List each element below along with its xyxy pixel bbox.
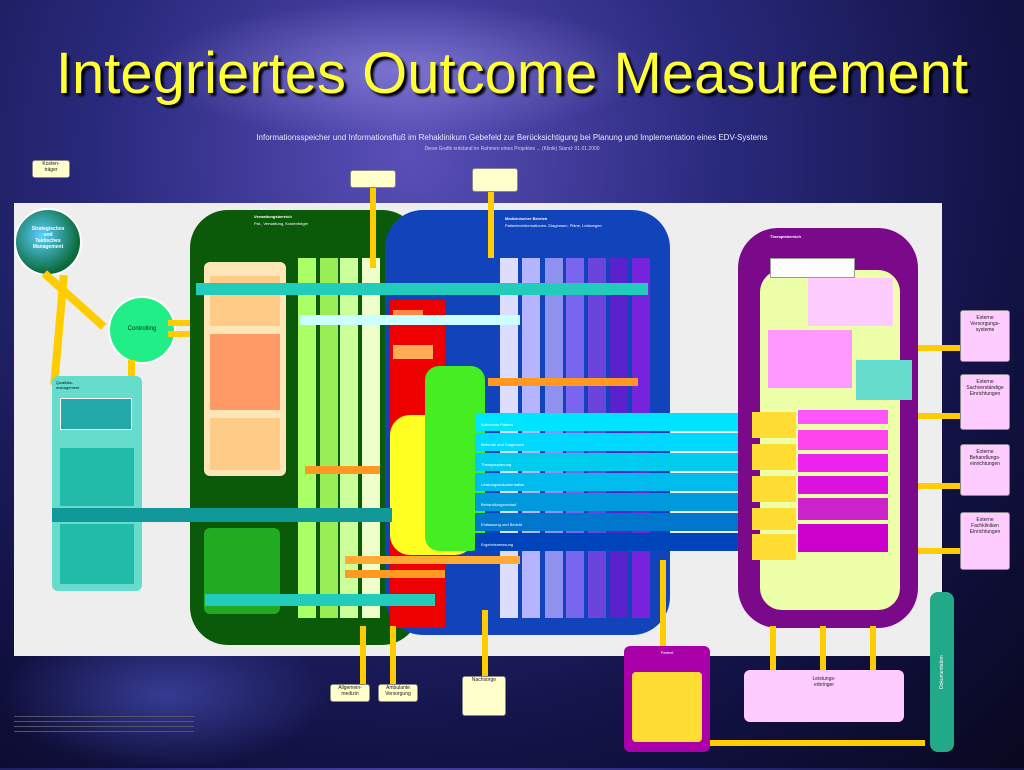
bottom-box-2-label: Ambulante Versorgung (385, 685, 411, 697)
externe-label-3: Externe Behandlungs- einrichtungen (969, 449, 1001, 467)
yellow-box (752, 444, 796, 470)
management-node[interactable]: Strategisches und Taktisches Management (14, 208, 82, 276)
magenta-box (798, 454, 888, 472)
teal-box (856, 360, 912, 400)
bottom-box-3-label: Nachsorge (471, 677, 497, 683)
dokumentation-label: Dokumentation (939, 655, 945, 689)
column (340, 258, 358, 618)
connector-arrow (168, 320, 198, 326)
connector-arrow (918, 483, 960, 489)
pink-box (808, 278, 893, 326)
magenta-box (798, 430, 888, 450)
magenta-box (798, 524, 888, 552)
top-box-1[interactable] (350, 170, 396, 188)
externe-label-4: Externe Fachkliniken Einrichtungen (969, 517, 1001, 535)
pink-box (770, 258, 855, 278)
horizontal-band (205, 594, 435, 606)
magenta-box (798, 476, 888, 494)
patient-label: Patient (660, 650, 674, 655)
process-row-label: Leistungsdokumentation (481, 482, 525, 487)
diagram-subtitle: Informationsspeicher und Informationsflu… (256, 133, 768, 142)
item-box (210, 334, 280, 410)
controlling-label: Controlling (127, 326, 157, 332)
connector-arrow (918, 345, 960, 351)
verwaltung-sub: Pat., Verwaltung, Kostenträger (254, 221, 309, 226)
externe-box-4[interactable]: Externe Fachkliniken Einrichtungen (960, 512, 1010, 570)
top-box-2[interactable] (472, 168, 518, 192)
magenta-box (798, 410, 888, 424)
connector-arrow (660, 560, 666, 646)
connector-arrow (770, 626, 776, 670)
connector-arrow (360, 626, 366, 684)
process-row-label: Befunde und Diagnosen (481, 442, 524, 447)
bottom-box-1[interactable]: Allgemein- medizin (330, 684, 370, 702)
yellow-box (752, 412, 796, 438)
medizin-label: Medizinischer Bereich (505, 216, 548, 221)
externe-label-1: Externe Versorgungs- systeme (970, 315, 1000, 333)
externe-label-2: Externe Sachverständige Einrichtungen (966, 379, 1004, 397)
qm-box (60, 524, 134, 584)
externe-box-3[interactable]: Externe Behandlungs- einrichtungen (960, 444, 1010, 496)
item-box (210, 418, 280, 470)
orange-arrow (305, 466, 380, 474)
process-row-label: Behandlungsverlauf (481, 502, 517, 507)
qm-label: Qualitäts- management (56, 380, 80, 390)
externe-box-1[interactable]: Externe Versorgungs- systeme (960, 310, 1010, 362)
column (362, 258, 380, 618)
management-label: Strategisches und Taktisches Management (31, 226, 65, 250)
connector-arrow (705, 740, 925, 746)
kostentraeger-box[interactable]: Kosten- träger (32, 160, 70, 178)
connector-arrow (918, 548, 960, 554)
kostentraeger-label: Kosten- träger (42, 161, 60, 173)
yellow-box (752, 508, 796, 530)
verwaltung-subpanel (204, 262, 286, 476)
controlling-node[interactable]: Controlling (108, 296, 176, 364)
connector-arrow (128, 360, 135, 385)
bottom-box-1-label: Allgemein- medizin (338, 685, 362, 697)
leistung-label: Leistungs- erbringer (812, 676, 836, 688)
patient-inner (632, 672, 702, 742)
bottom-box-2[interactable]: Ambulante Versorgung (378, 684, 418, 702)
magenta-box (798, 498, 888, 520)
patient-block[interactable]: Patient (624, 646, 710, 752)
connector-arrow (390, 626, 396, 684)
connector-arrow (488, 192, 494, 258)
orange-box (393, 345, 433, 359)
verwaltung-label: Verwaltungsbereich (254, 214, 292, 219)
connector-arrow (168, 331, 198, 337)
column (320, 258, 338, 618)
horizontal-band (196, 283, 648, 295)
horizontal-band (52, 508, 392, 522)
therapie-label: Therapiebereich (770, 234, 801, 239)
qm-stack (60, 398, 132, 430)
qm-block[interactable]: Qualitäts- management (52, 376, 142, 591)
pink-box (768, 330, 852, 388)
horizontal-band (300, 315, 520, 325)
medizin-sub: Patienteninformationen, Diagnosen, Pläne… (505, 223, 602, 228)
process-row-label: Aufnahme Patient (481, 422, 513, 427)
orange-arrow (345, 570, 445, 578)
connector-arrow (482, 610, 488, 676)
process-row-label: Therapieplanung (481, 462, 512, 467)
leistung-block[interactable]: Leistungs- erbringer (744, 670, 904, 722)
orange-arrow (488, 378, 638, 386)
background-glow (150, 0, 650, 140)
connector-arrow (370, 188, 376, 268)
process-row-label: Ergebnismessung (481, 542, 514, 547)
column (298, 258, 316, 618)
yellow-box (752, 476, 796, 502)
process-row-label: Entlassung und Bericht (481, 522, 523, 527)
diagram-source-line: Diese Grafik entstand im Rahmen eines Pr… (424, 146, 600, 152)
bottom-box-3[interactable]: Nachsorge (462, 676, 506, 716)
yellow-box (752, 534, 796, 560)
dokumentation-strip[interactable]: Dokumentation (930, 592, 954, 752)
connector-arrow (820, 626, 826, 670)
footnote (14, 712, 194, 752)
qm-box (60, 448, 134, 506)
externe-box-2[interactable]: Externe Sachverständige Einrichtungen (960, 374, 1010, 430)
connector-arrow (918, 413, 960, 419)
orange-arrow (345, 556, 520, 564)
connector-arrow (870, 626, 876, 670)
slide-title: Integriertes Outcome Measurement (55, 41, 969, 106)
